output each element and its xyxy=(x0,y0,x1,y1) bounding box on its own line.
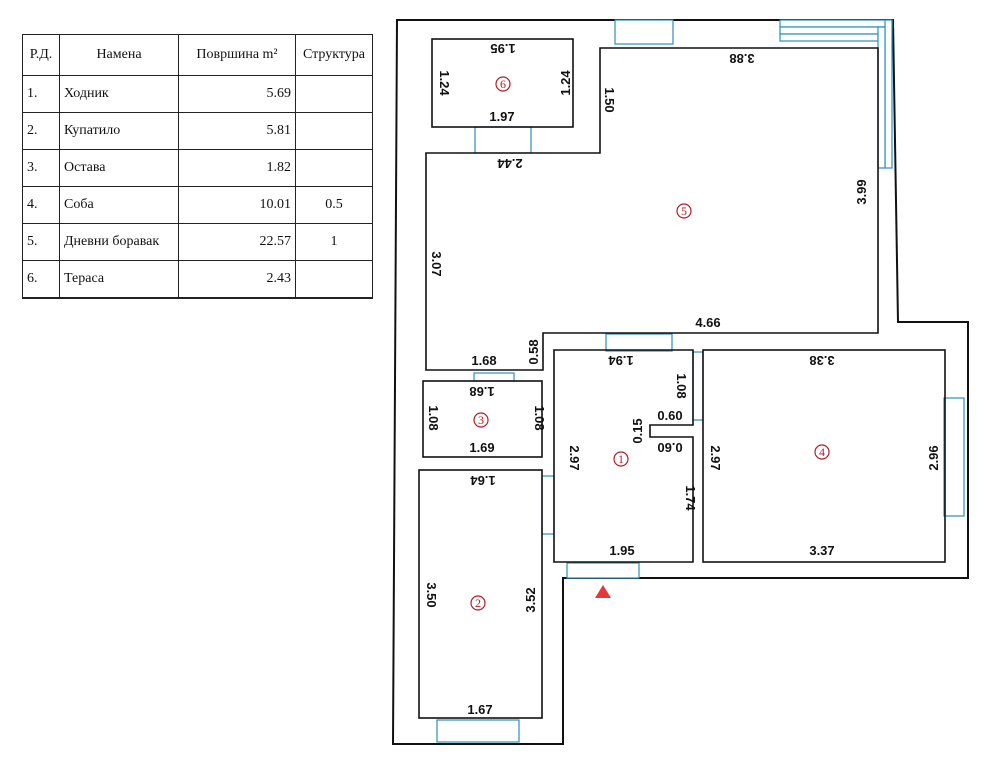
window-terrace-door xyxy=(474,126,532,154)
table-row: 6. Тераса 2.43 xyxy=(22,260,373,299)
dim-living-left: 3.07 xyxy=(429,251,444,276)
row-name: Соба xyxy=(59,186,179,224)
row-name: Дневни боравак xyxy=(59,223,179,261)
room-living-outline xyxy=(425,47,879,371)
dim-terrace-bottom: 1.97 xyxy=(489,109,514,124)
svg-text:4: 4 xyxy=(819,445,825,459)
room-schedule-table: Р.Д. Намена Површина m² Структура 1. Ход… xyxy=(22,34,373,299)
svg-text:2: 2 xyxy=(475,596,481,610)
row-area: 10.01 xyxy=(178,186,296,224)
dim-bath-top: 1.64 xyxy=(470,473,496,488)
header-no: Р.Д. xyxy=(22,34,60,76)
header-name: Намена xyxy=(59,34,179,76)
dim-bath-bottom: 1.67 xyxy=(467,702,492,717)
room-bedroom-outline xyxy=(702,349,946,563)
dim-bed-right: 2.96 xyxy=(926,445,941,470)
dim-hall-right-low: 1.74 xyxy=(683,485,698,511)
dim-bed-left: 2.97 xyxy=(708,445,723,470)
dim-hall-left: 2.97 xyxy=(567,445,582,470)
window-bathroom xyxy=(436,719,520,743)
dim-storage-bottom: 1.69 xyxy=(469,440,494,455)
room-storage-outline xyxy=(422,380,543,458)
dim-bed-bottom: 3.37 xyxy=(809,543,834,558)
dim-bath-left: 3.50 xyxy=(424,582,439,607)
dim-living-notch-bottom: 1.68 xyxy=(471,353,496,368)
dim-living-left-top: 2.44 xyxy=(497,156,523,171)
room-hall-outline xyxy=(553,349,694,563)
dimension-labels: 1.95 1.24 1.24 1.97 3.88 1.50 2.44 3.99 … xyxy=(424,41,941,717)
window-entry xyxy=(566,562,640,579)
window-hall-bed xyxy=(692,351,704,421)
dim-bath-right: 3.52 xyxy=(523,587,538,612)
windows xyxy=(436,19,965,743)
row-name: Остава xyxy=(59,149,179,187)
svg-text:6: 6 xyxy=(500,77,506,91)
row-structure xyxy=(295,75,373,113)
room-terrace-outline xyxy=(431,38,574,128)
table-row: 4. Соба 10.01 0.5 xyxy=(22,186,373,224)
row-structure: 1 xyxy=(295,223,373,261)
dim-living-notch-side: 0.58 xyxy=(526,339,541,364)
outer-wall xyxy=(391,19,969,745)
dim-living-step: 1.50 xyxy=(602,87,617,112)
svg-text:1: 1 xyxy=(618,452,624,466)
table-row: 5. Дневни боравак 22.57 1 xyxy=(22,223,373,261)
dim-storage-right: 1.08 xyxy=(532,405,547,430)
window-living-door xyxy=(605,333,673,352)
row-area: 5.69 xyxy=(178,75,296,113)
room-number-1: 1 xyxy=(613,451,629,467)
dim-living-right: 3.99 xyxy=(854,179,869,204)
window-top-left xyxy=(614,19,674,45)
table-header-row: Р.Д. Намена Површина m² Структура xyxy=(22,34,373,76)
dim-hall-niche-w: 0.60 xyxy=(657,408,682,423)
window-bedroom xyxy=(943,397,965,517)
room-number-4: 4 xyxy=(814,444,830,460)
dim-hall-niche-w2: 0.60 xyxy=(657,440,682,455)
room-number-2: 2 xyxy=(470,595,486,611)
dim-hall-inner-right: 1.08 xyxy=(674,373,689,398)
dim-bed-top: 3.38 xyxy=(809,353,834,368)
row-no: 5. xyxy=(22,223,60,261)
entrance-arrow-icon xyxy=(595,585,611,598)
dim-storage-top: 1.68 xyxy=(469,384,494,399)
room-number-3: 3 xyxy=(473,412,489,428)
window-hall-bath xyxy=(541,475,555,535)
row-area: 5.81 xyxy=(178,112,296,150)
dim-storage-left: 1.08 xyxy=(426,405,441,430)
dim-terrace-right: 1.24 xyxy=(558,70,573,96)
dim-living-top: 3.88 xyxy=(729,51,754,66)
header-structure: Структура xyxy=(295,34,373,76)
dim-hall-niche-d: 0.15 xyxy=(630,418,645,443)
window-storage xyxy=(473,372,515,382)
dim-terrace-top: 1.95 xyxy=(490,41,515,56)
table-row: 1. Ходник 5.69 xyxy=(22,75,373,113)
row-name: Ходник xyxy=(59,75,179,113)
dim-living-bottom: 4.66 xyxy=(695,315,720,330)
row-name: Тераса xyxy=(59,260,179,299)
row-structure xyxy=(295,112,373,150)
row-area: 22.57 xyxy=(178,223,296,261)
room-numbers: 6 5 3 1 4 2 xyxy=(470,76,830,611)
row-area: 1.82 xyxy=(178,149,296,187)
window-top-right xyxy=(779,19,893,169)
dim-terrace-left: 1.24 xyxy=(437,70,452,96)
row-no: 3. xyxy=(22,149,60,187)
room-number-5: 5 xyxy=(676,203,692,219)
svg-text:3: 3 xyxy=(478,413,484,427)
room-number-6: 6 xyxy=(495,76,511,92)
dim-hall-bottom: 1.95 xyxy=(609,543,634,558)
row-structure xyxy=(295,260,373,299)
svg-text:5: 5 xyxy=(681,204,687,218)
room-bathroom-outline xyxy=(418,469,543,719)
dim-hall-top: 1.94 xyxy=(608,353,634,368)
